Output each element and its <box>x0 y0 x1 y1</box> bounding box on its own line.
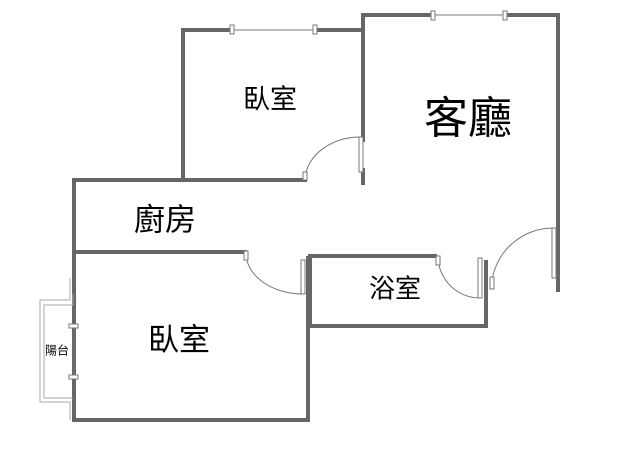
door-jamb <box>435 255 441 266</box>
window-frame <box>312 24 318 35</box>
room-label-bedroom-top: 臥室 <box>243 84 297 116</box>
window-frame <box>430 10 436 21</box>
door-jamb <box>489 276 495 290</box>
door-leaf-bathroom <box>477 257 483 299</box>
door-leaf-bedroom-bottom <box>300 259 306 295</box>
door-swing-bathroom <box>437 255 481 299</box>
door-jamb <box>243 250 249 261</box>
windows <box>68 10 508 380</box>
balcony-railing <box>39 278 74 420</box>
bedroom-top-walls <box>181 28 365 182</box>
door-leaf-bedroom-top <box>358 136 364 173</box>
window-frame <box>68 323 79 329</box>
window-frame <box>68 374 79 380</box>
room-label-living-room: 客廳 <box>424 93 512 144</box>
door-swing-living-room <box>491 227 555 281</box>
living-room-walls <box>361 13 560 292</box>
window-frame <box>229 24 235 35</box>
door-swing-bedroom-bottom <box>245 252 304 295</box>
doors <box>243 136 557 299</box>
room-label-bathroom: 浴室 <box>368 274 422 305</box>
door-swing-bedroom-top <box>304 136 362 179</box>
room-label-bedroom-bottom: 臥室 <box>148 322 210 359</box>
door-jamb <box>302 171 308 181</box>
window-frame <box>502 10 508 21</box>
room-label-kitchen: 廚房 <box>134 202 196 239</box>
bathroom-walls <box>308 254 488 328</box>
door-leaf-living-room <box>551 227 557 279</box>
room-label-balcony: 陽台 <box>44 343 70 358</box>
